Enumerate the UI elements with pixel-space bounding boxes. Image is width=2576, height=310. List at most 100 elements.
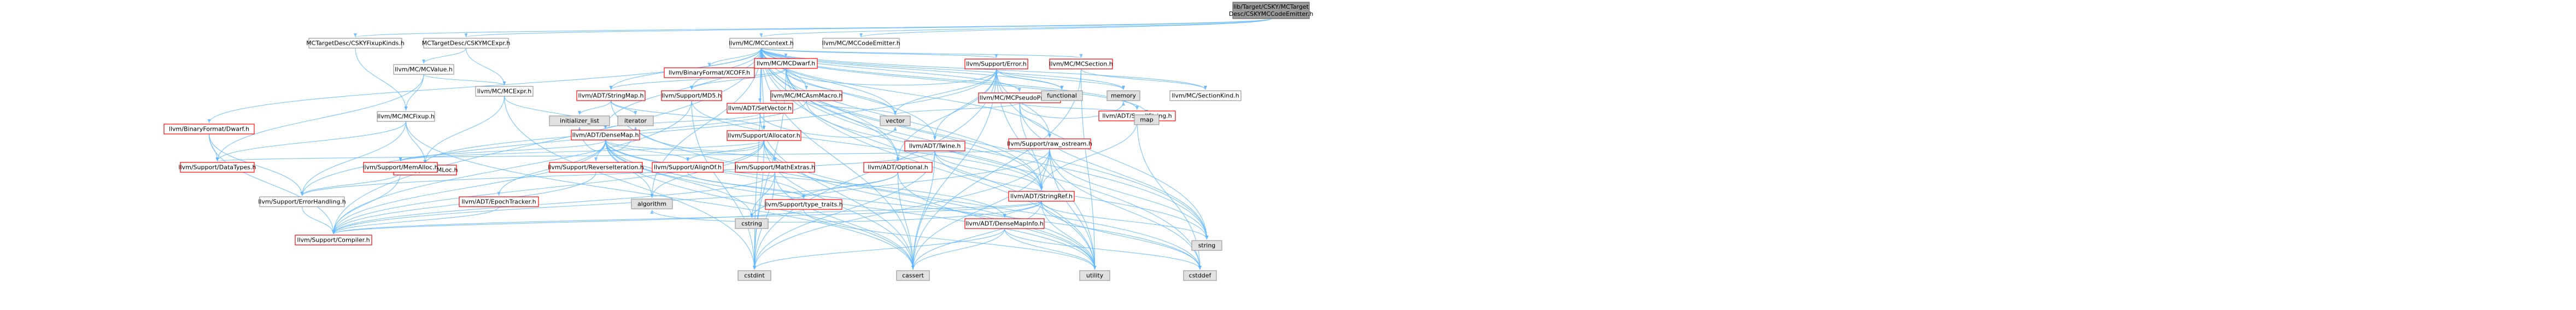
node-stringref-label: llvm/ADT/StringRef.h bbox=[1010, 193, 1073, 200]
node-datatypes-box bbox=[180, 162, 255, 173]
node-mcvalue[interactable]: llvm/MC/MCValue.h bbox=[393, 64, 454, 75]
node-memalloc[interactable]: llvm/Support/MemAlloc.h bbox=[362, 162, 438, 173]
node-mcfixup[interactable]: llvm/MC/MCFixup.h bbox=[377, 111, 435, 122]
node-mathextras-label: llvm/Support/MathExtras.h bbox=[735, 164, 815, 171]
edge-optional-to-typetraits bbox=[802, 172, 899, 199]
node-string[interactable]: string bbox=[1191, 240, 1222, 251]
node-mccodeemitter-label: llvm/MC/MCCodeEmitter.h bbox=[822, 40, 900, 47]
node-allocator[interactable]: llvm/Support/Allocator.h bbox=[727, 130, 801, 141]
node-initializer_list[interactable]: initializer_list bbox=[549, 115, 610, 126]
node-epochtracker[interactable]: llvm/ADT/EpochTracker.h bbox=[459, 196, 539, 207]
node-cstring[interactable]: cstring bbox=[735, 218, 769, 229]
node-algorithm-box bbox=[631, 198, 673, 209]
node-errorhandling[interactable]: llvm/Support/ErrorHandling.h bbox=[258, 196, 346, 207]
node-datatypes-label: llvm/Support/DataTypes.h bbox=[179, 164, 256, 171]
node-optional[interactable]: llvm/ADT/Optional.h bbox=[863, 162, 933, 173]
node-csky_mcexpr[interactable]: MCTargetDesc/CSKYMCExpr.h bbox=[422, 38, 511, 49]
edge-optional-to-cassert bbox=[897, 172, 915, 270]
node-functional[interactable]: functional bbox=[1041, 90, 1083, 101]
node-mathextras[interactable]: llvm/Support/MathExtras.h bbox=[735, 162, 815, 173]
edge-mcsection-to-sectionkind bbox=[1080, 68, 1207, 90]
node-cstddef[interactable]: cstddef bbox=[1183, 270, 1217, 281]
edge-stringref-to-densemapinfo bbox=[1003, 201, 1042, 218]
node-datatypes[interactable]: llvm/Support/DataTypes.h bbox=[179, 162, 256, 173]
node-typetraits-label: llvm/Support/type_traits.h bbox=[764, 201, 842, 208]
edge-mathextras-to-compiler bbox=[332, 172, 776, 235]
node-binformat_xcoff-label: llvm/BinaryFormat/XCOFF.h bbox=[669, 69, 750, 77]
edge-root-to-csky_mcexpr bbox=[465, 18, 1272, 38]
node-alignof[interactable]: llvm/Support/AlignOf.h bbox=[652, 162, 724, 173]
edge-mcpseudoprobe-to-vector bbox=[893, 102, 1020, 115]
node-string-box bbox=[1191, 240, 1222, 251]
node-memory[interactable]: memory bbox=[1106, 90, 1140, 101]
node-cassert[interactable]: cassert bbox=[896, 270, 930, 281]
node-stringmap[interactable]: llvm/ADT/StringMap.h bbox=[576, 90, 646, 101]
edge-mcpseudoprobe-to-memory bbox=[1019, 101, 1125, 119]
edge-fixupkinds-to-mcfixup bbox=[355, 48, 408, 111]
node-root[interactable]: lib/Target/CSKY/MCTargetDesc/CSKYMCCodeE… bbox=[1229, 2, 1313, 19]
node-sectionkind-label: llvm/MC/SectionKind.h bbox=[1172, 92, 1239, 100]
edge-densemapinfo-to-cstdint bbox=[753, 228, 1005, 270]
node-reverseiteration[interactable]: llvm/Support/ReverseIteration.h bbox=[548, 162, 644, 173]
edge-mathextras-to-cstring bbox=[750, 172, 776, 218]
node-sectionkind[interactable]: llvm/MC/SectionKind.h bbox=[1169, 90, 1242, 101]
edge-raw_ostream-to-utility bbox=[1049, 148, 1097, 270]
edge-stringref-to-cassert bbox=[911, 201, 1042, 270]
node-memory-box bbox=[1106, 90, 1140, 101]
node-binformat_xcoff[interactable]: llvm/BinaryFormat/XCOFF.h bbox=[664, 67, 755, 78]
edge-mcfixup-to-cassert bbox=[405, 121, 915, 270]
node-memory-label: memory bbox=[1111, 92, 1136, 100]
edge-alignof-to-typetraits bbox=[687, 172, 805, 199]
node-setvector[interactable]: llvm/ADT/SetVector.h bbox=[727, 103, 793, 114]
node-vector[interactable]: vector bbox=[880, 115, 911, 126]
node-iterator[interactable]: iterator bbox=[617, 115, 654, 126]
node-mcasmmacro[interactable]: llvm/MC/MCAsmMacro.h bbox=[770, 90, 843, 101]
node-mccodeemitter[interactable]: llvm/MC/MCCodeEmitter.h bbox=[822, 38, 900, 49]
edge-densemapinfo-to-cstddef bbox=[1004, 228, 1202, 270]
edge-mccontext-to-compiler bbox=[332, 48, 762, 235]
edge-stringref-to-string bbox=[1041, 201, 1209, 240]
node-densemap[interactable]: llvm/ADT/DenseMap.h bbox=[571, 130, 640, 141]
node-mcfixup-label: llvm/MC/MCFixup.h bbox=[377, 113, 435, 120]
node-alignof-box bbox=[652, 162, 724, 173]
nodes-layer: lib/Target/CSKY/MCTargetDesc/CSKYMCCodeE… bbox=[163, 2, 1313, 281]
node-cstring-box bbox=[735, 218, 769, 229]
edge-allocator-to-iterator bbox=[634, 126, 765, 152]
edge-stringref-to-compiler bbox=[332, 201, 1042, 235]
node-binformat_dwarf[interactable]: llvm/BinaryFormat/Dwarf.h bbox=[163, 124, 255, 134]
node-error[interactable]: llvm/Support/Error.h bbox=[964, 59, 1028, 69]
edge-stringref-to-algorithm bbox=[650, 201, 1042, 223]
node-optional-box bbox=[863, 162, 933, 173]
node-densemap-label: llvm/ADT/DenseMap.h bbox=[572, 132, 639, 139]
node-utility-label: utility bbox=[1086, 272, 1104, 279]
node-utility[interactable]: utility bbox=[1079, 270, 1110, 281]
node-md5[interactable]: llvm/Support/MD5.h bbox=[661, 90, 722, 101]
node-mcpseudoprobe[interactable]: llvm/MC/MCPseudoProbe.h bbox=[978, 92, 1061, 103]
edge-mccontext-to-string bbox=[760, 48, 1209, 240]
edge-densemap-to-cstring bbox=[605, 139, 753, 218]
node-functional-box bbox=[1041, 90, 1083, 101]
node-reverseiteration-box bbox=[549, 162, 643, 173]
node-mcexpr[interactable]: llvm/MC/MCExpr.h bbox=[475, 86, 534, 97]
edge-mcfixup-to-smloc bbox=[405, 121, 427, 165]
node-cstddef-box bbox=[1183, 270, 1217, 281]
node-algorithm[interactable]: algorithm bbox=[631, 198, 673, 209]
node-twine-label: llvm/ADT/Twine.h bbox=[909, 143, 961, 150]
node-twine[interactable]: llvm/ADT/Twine.h bbox=[904, 141, 965, 151]
node-stringmap-label: llvm/ADT/StringMap.h bbox=[578, 92, 644, 100]
node-mccontext[interactable]: llvm/MC/MCContext.h bbox=[729, 38, 794, 49]
node-mcdwarf[interactable]: llvm/MC/MCDwarf.h bbox=[754, 58, 818, 69]
node-mcdwarf-label: llvm/MC/MCDwarf.h bbox=[757, 60, 815, 67]
node-fixupkinds[interactable]: MCTargetDesc/CSKYFixupKinds.h bbox=[306, 38, 405, 49]
edge-densemapinfo-to-utility bbox=[1004, 228, 1097, 270]
node-stringref[interactable]: llvm/ADT/StringRef.h bbox=[1008, 191, 1075, 202]
node-densemapinfo[interactable]: llvm/ADT/DenseMapInfo.h bbox=[964, 218, 1045, 229]
node-compiler[interactable]: llvm/Support/Compiler.h bbox=[295, 235, 372, 245]
node-typetraits[interactable]: llvm/Support/type_traits.h bbox=[764, 199, 843, 210]
edge-mcdwarf-to-error bbox=[785, 68, 998, 86]
node-map[interactable]: map bbox=[1134, 114, 1160, 125]
edge-densemap-to-densemapinfo bbox=[605, 139, 1006, 218]
node-cstdint[interactable]: cstdint bbox=[737, 270, 771, 281]
node-raw_ostream[interactable]: llvm/Support/raw_ostream.h bbox=[1007, 138, 1092, 149]
node-mcsection[interactable]: llvm/MC/MCSection.h bbox=[1049, 59, 1113, 69]
